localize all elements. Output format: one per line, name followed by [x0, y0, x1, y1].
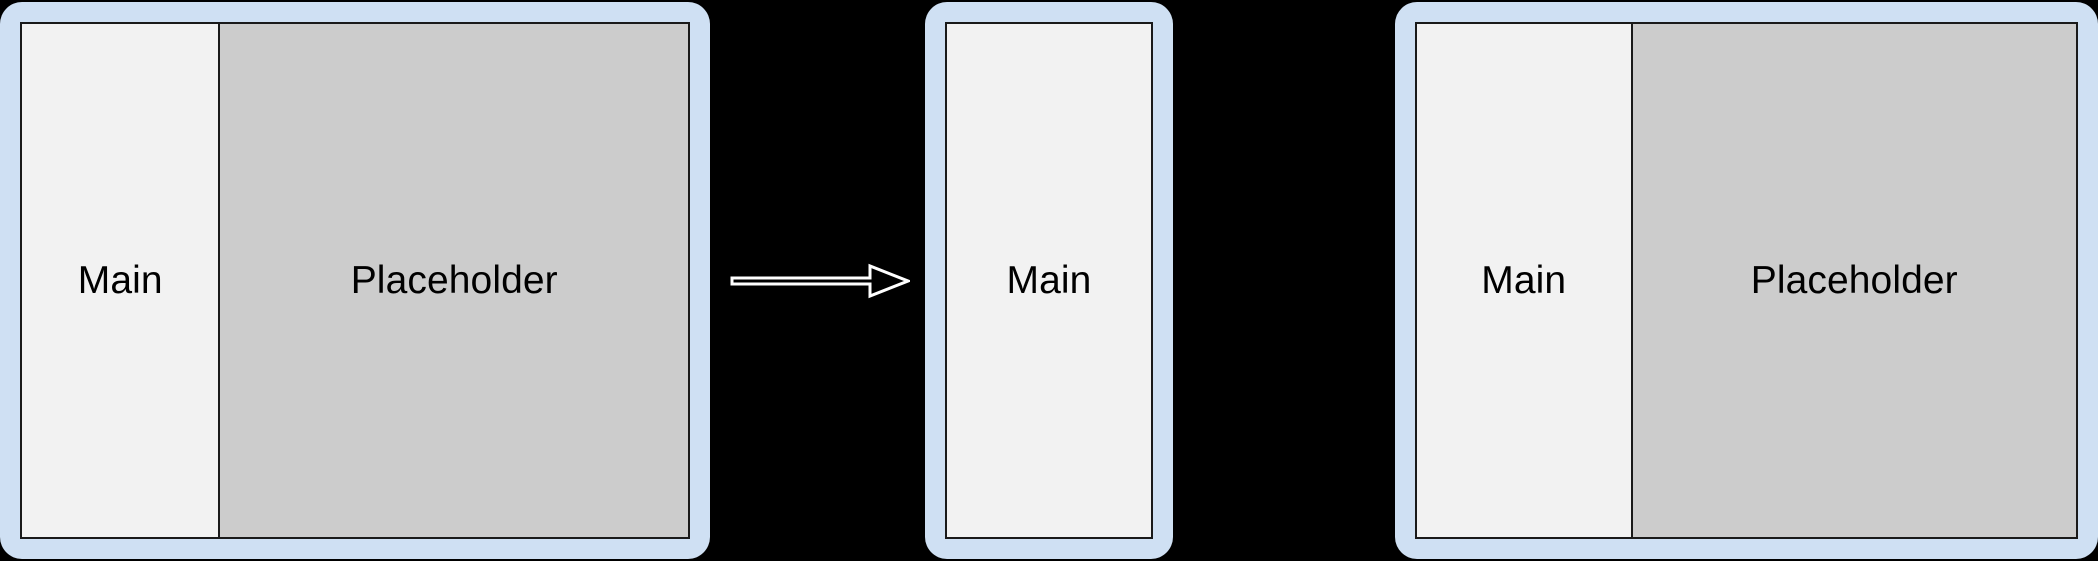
panel-3-placeholder-label: Placeholder: [1750, 259, 1958, 302]
panel-3-region-placeholder[interactable]: Placeholder: [1630, 24, 2076, 537]
transition-arrow-1-icon: [730, 263, 913, 299]
panel-1-region-placeholder[interactable]: Placeholder: [218, 24, 688, 537]
panel-1-content: Main Placeholder: [20, 22, 690, 539]
panel-2-main-label: Main: [1006, 259, 1092, 302]
transition-arrow-1: [730, 256, 913, 306]
panel-1-region-main[interactable]: Main: [22, 24, 219, 537]
panel-3-region-main[interactable]: Main: [1417, 24, 1631, 537]
panel-wide-split-view-restored: Main Placeholder: [1395, 2, 2098, 559]
panel-3-content: Main Placeholder: [1415, 22, 2078, 539]
panel-1-main-label: Main: [77, 259, 163, 302]
panel-3-main-label: Main: [1481, 259, 1567, 302]
panel-wide-split-view: Main Placeholder: [0, 2, 710, 559]
panel-2-content: Main: [945, 22, 1153, 539]
panel-compact-single-view: Main: [925, 2, 1173, 559]
panel-1-placeholder-label: Placeholder: [350, 259, 558, 302]
panel-2-region-main[interactable]: Main: [947, 24, 1151, 537]
